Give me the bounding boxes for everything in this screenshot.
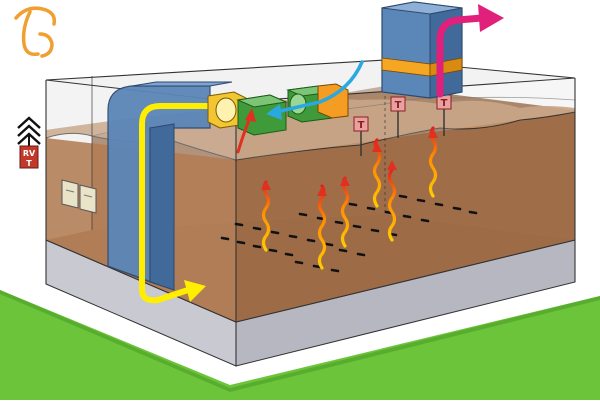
rv-t-sign: RV T [17, 116, 41, 169]
arrow-icon [245, 108, 256, 122]
temperature-sensors: T T T [353, 94, 452, 156]
heat-wave-icon [261, 180, 271, 252]
heat-wave-icon [387, 168, 397, 242]
arrow-icon [340, 176, 350, 186]
arrow-icon [372, 142, 382, 152]
recirculation-arrow [266, 60, 364, 120]
exhaust-duct [381, 1, 463, 99]
heat-wave-icon [340, 176, 350, 248]
fan-icon [236, 94, 288, 136]
arrow-icon [261, 180, 271, 190]
heat-wave-icon [428, 126, 438, 198]
intake-duct [107, 81, 233, 291]
chevron-up-icon [17, 116, 41, 129]
arrow-icon [478, 4, 504, 32]
svg-text:T: T [358, 120, 365, 131]
electrical-panels [61, 179, 97, 214]
intake-airflow-arrow [139, 103, 215, 304]
sensor-icon: T [390, 96, 406, 138]
arrow-icon [317, 186, 327, 196]
sensor-icon: T [353, 116, 369, 156]
svg-text:T: T [441, 98, 448, 109]
floor-aeration-dashes [220, 194, 478, 273]
arrow-icon [428, 128, 438, 138]
heat-waves [261, 126, 438, 270]
logo-icon [14, 6, 57, 58]
fan-icon [207, 91, 247, 129]
chevron-up-icon [17, 124, 41, 137]
arrow-icon [387, 160, 397, 170]
heat-wave-icon [317, 184, 327, 270]
svg-text:T: T [395, 100, 402, 111]
arrow-icon [266, 104, 282, 120]
sign-line-2: T [26, 159, 32, 168]
exhaust-draw-arrow [236, 108, 256, 154]
sign-line-1: RV [23, 149, 36, 158]
exhaust-airflow-arrow [436, 4, 504, 98]
arrow-icon [184, 280, 206, 302]
sensor-icon: T [436, 94, 452, 136]
heat-arrowheads [261, 128, 438, 196]
ground-plane [0, 290, 600, 400]
